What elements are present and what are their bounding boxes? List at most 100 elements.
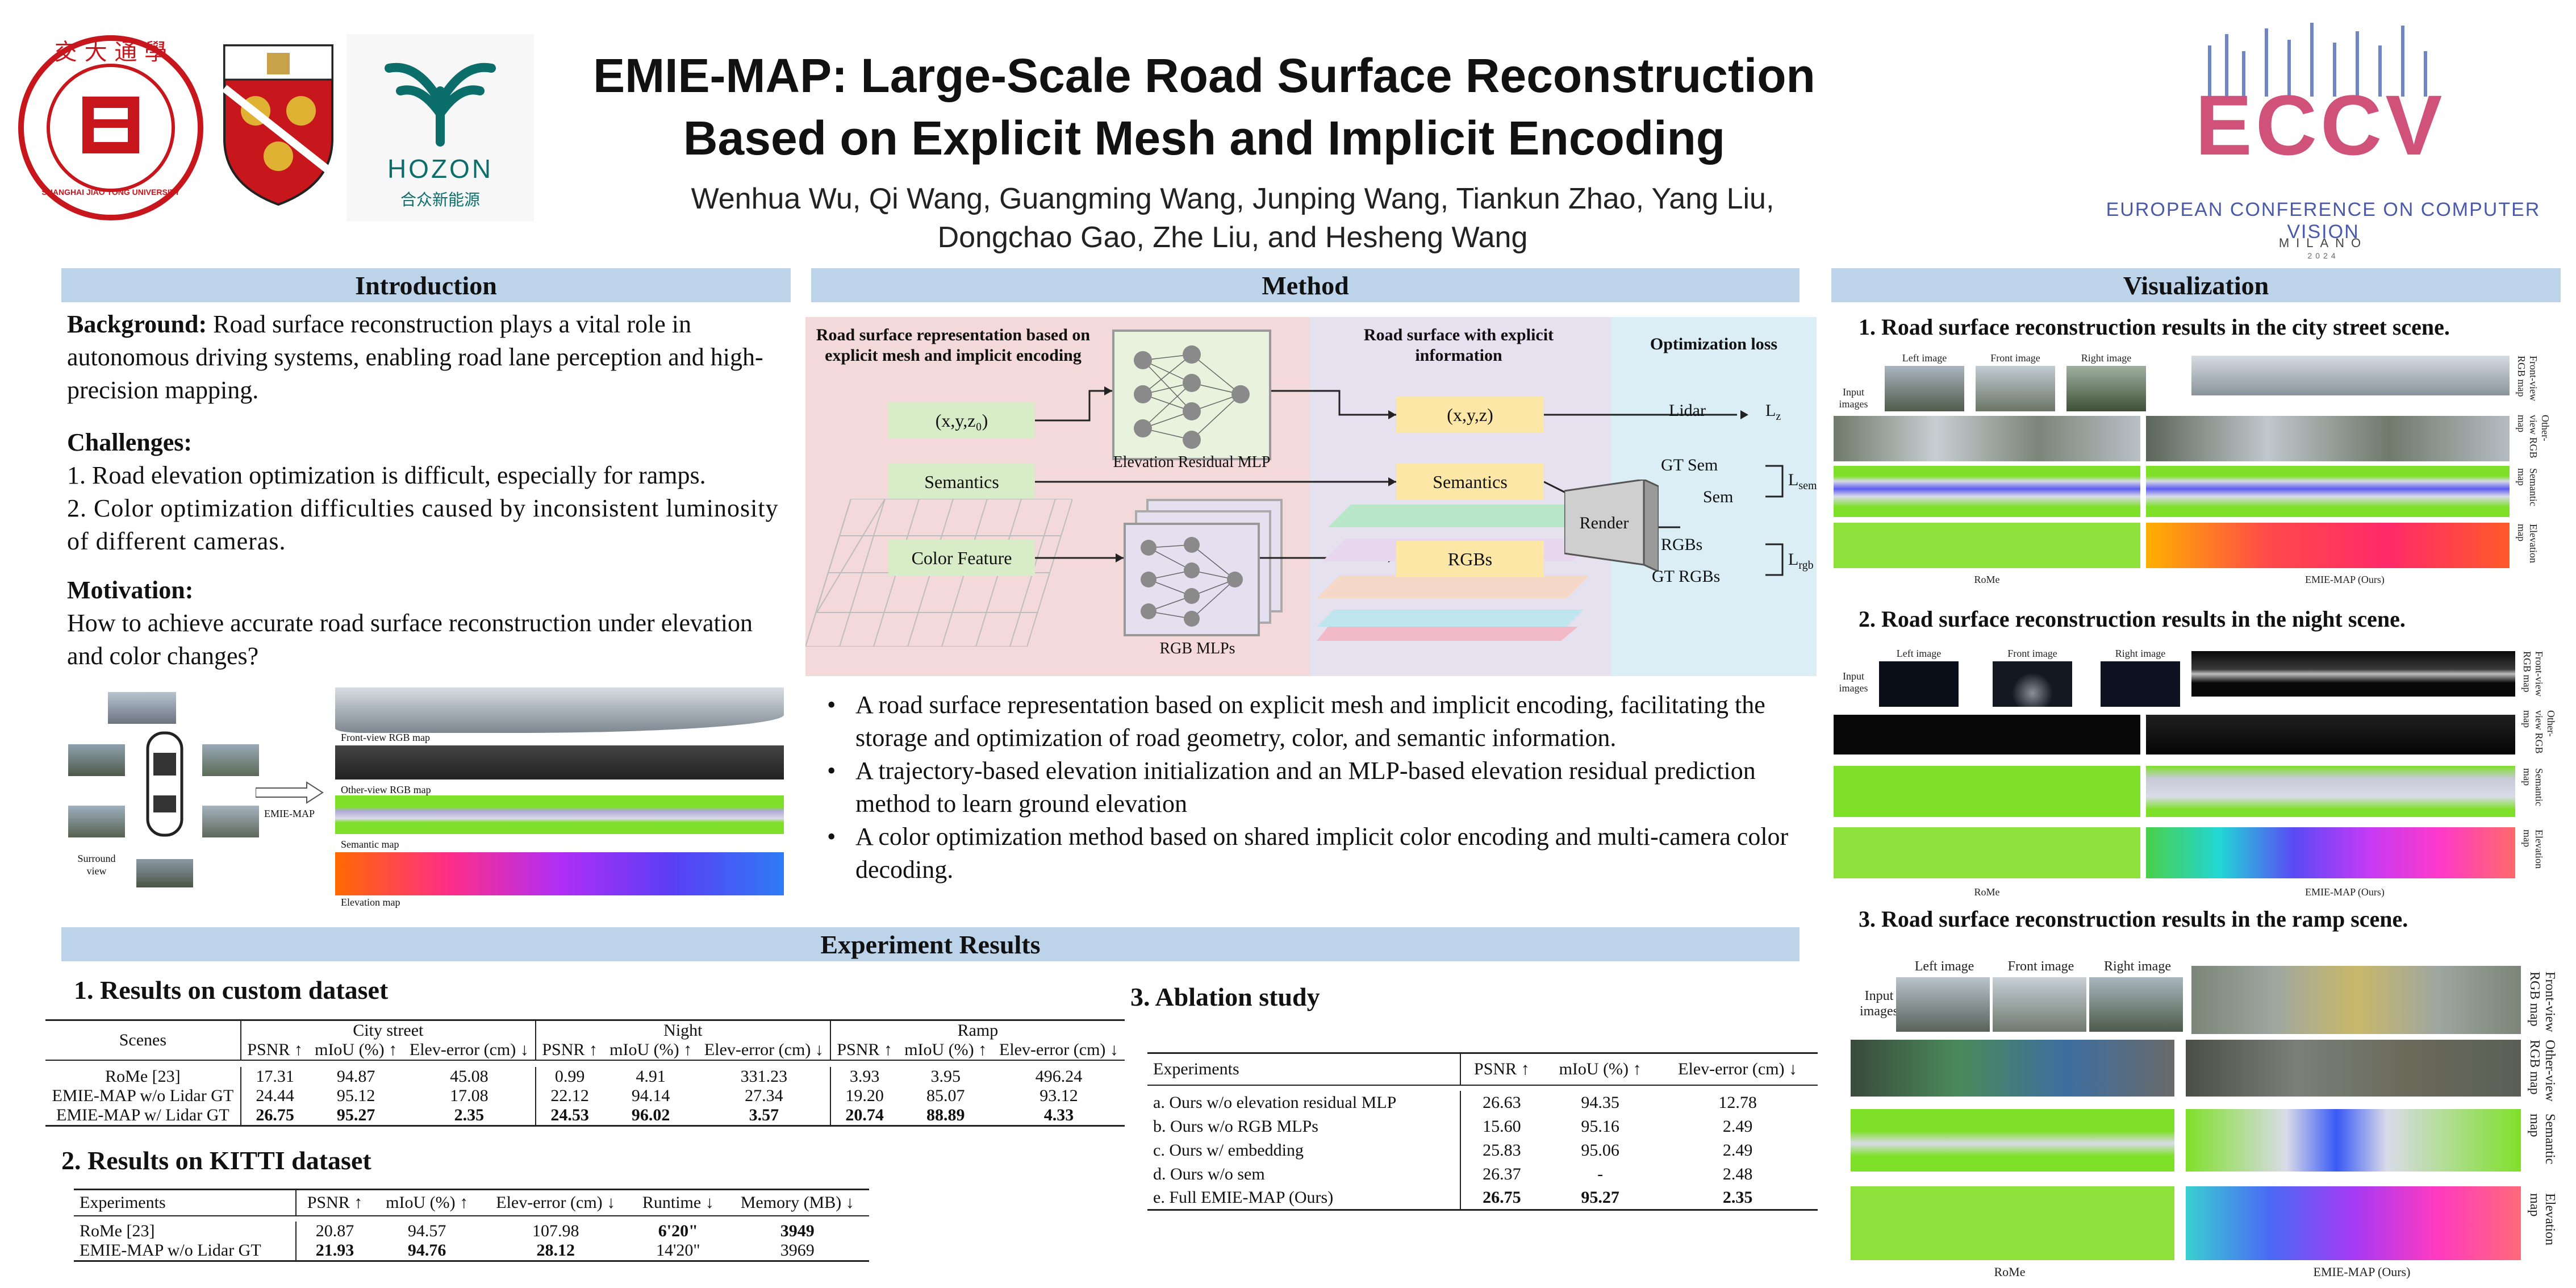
- vis1-title: 1. Road surface reconstruction results i…: [1859, 314, 2450, 340]
- gt-rgbs-label: GT RGBs: [1652, 567, 1721, 586]
- vis2-rome-other: [1834, 715, 2140, 755]
- t1-group-night: Night: [535, 1020, 831, 1040]
- t1-h-miou: mIoU (%) ↑: [609, 1040, 692, 1059]
- input-color-feature-box: Color Feature: [888, 540, 1035, 576]
- introduction-banner: Introduction: [61, 268, 791, 302]
- t1-h-miou: mIoU (%) ↑: [904, 1040, 987, 1059]
- t3-cell: 25.83: [1483, 1140, 1521, 1160]
- t1-cell: 496.24: [1035, 1067, 1083, 1086]
- elevation-mlp-label: Elevation Residual MLP: [1113, 453, 1271, 471]
- vis1-rome-elev: [1834, 523, 2140, 568]
- t1-cell: 22.12: [550, 1086, 589, 1105]
- t1-cell: 45.08: [403, 1067, 536, 1086]
- intro-background: Background: Road surface reconstruction …: [67, 308, 783, 407]
- t1-h-elev: Elev-error (cm) ↓: [698, 1040, 831, 1060]
- input-xyz0-box: (x,y,z₀): [888, 402, 1035, 439]
- camera-thumb-front: [108, 692, 176, 724]
- vis1-left-image: [1885, 366, 1964, 411]
- table-row: EMIE-MAP w/o Lidar GT 24.44 95.12 17.08 …: [45, 1086, 1125, 1106]
- vis2-ours-elev: [2146, 827, 2515, 878]
- t3-cell: 95.06: [1581, 1140, 1619, 1160]
- vis3-input-label: Input images: [1860, 989, 1898, 1019]
- t1-cell: 4.33: [1043, 1106, 1074, 1124]
- challenge-2: 2. Color optimization difficulties cause…: [67, 494, 779, 555]
- authors-line1: Wenhua Wu, Qi Wang, Guangming Wang, Junp…: [691, 182, 1775, 215]
- panel-optimization-loss-title: Optimization loss: [1650, 335, 1778, 353]
- challenge-1: 1. Road elevation optimization is diffic…: [67, 461, 706, 489]
- vis3-rome-label: RoMe: [1994, 1265, 2026, 1279]
- t2-cell: 14'20": [656, 1240, 700, 1260]
- lidar-label: Lidar: [1669, 401, 1706, 420]
- t1-row-name: RoMe [23]: [45, 1067, 241, 1086]
- t3-h-miou: mIoU (%) ↑: [1559, 1059, 1642, 1078]
- t3-row-name: e. Full EMIE-MAP (Ours): [1147, 1186, 1461, 1210]
- vis2-right-label: Right image: [2115, 648, 2166, 659]
- front-view-map-label: Front-view RGB map: [341, 732, 430, 743]
- contribution-3: A color optimization method based on sha…: [823, 820, 1805, 886]
- rgbs-label: RGBs: [1661, 535, 1703, 554]
- vis3-left-image: [1896, 977, 1990, 1032]
- camera-thumb-left: [68, 744, 125, 776]
- vis3-side-elev: Elevation map: [2527, 1193, 2557, 1245]
- t1-cell: 95.12: [336, 1086, 375, 1105]
- background-text: Road surface reconstruction plays a vita…: [67, 310, 763, 404]
- eccv-year: 2024: [2307, 251, 2339, 260]
- background-label: Background:: [67, 310, 207, 338]
- eccv-logo: ECCV EUROPEAN CONFERENCE ON COMPUTER VIS…: [2090, 11, 2556, 261]
- other-view-map: [335, 745, 784, 780]
- t1-cell: 0.99: [554, 1067, 585, 1086]
- t1-cell: 88.89: [926, 1106, 965, 1124]
- output-semantics-box: Semantics: [1396, 464, 1544, 500]
- vis2-rome-elev: [1834, 827, 2140, 878]
- vis1-side-elev: Elevation map: [2516, 524, 2539, 563]
- t2-row-name: RoMe [23]: [74, 1221, 297, 1241]
- other-view-map-label: Other-view RGB map: [341, 784, 431, 795]
- render-block: Render: [1563, 478, 1660, 573]
- t2-cell: 107.98: [532, 1221, 579, 1240]
- vis3-left-label: Left image: [1914, 959, 1974, 974]
- t3-cell: 94.35: [1581, 1093, 1619, 1112]
- table3-title: 3. Ablation study: [1130, 982, 1320, 1011]
- t1-h-psnr: PSNR ↑: [837, 1040, 892, 1059]
- t3-h-psnr: PSNR ↑: [1474, 1059, 1530, 1078]
- t3-cell: 2.49: [1722, 1140, 1753, 1160]
- vis1-panel: Input images Left image Front image Righ…: [1834, 347, 2551, 591]
- vis1-front-image: [1976, 366, 2055, 411]
- vis2-ours-front: [2191, 651, 2515, 697]
- t1-h-elev: Elev-error (cm) ↓: [403, 1040, 536, 1060]
- hozon-logo-subtext: 合众新能源: [400, 191, 480, 209]
- contribution-2: A trajectory-based elevation initializat…: [823, 755, 1805, 820]
- vis3-right-image: [2089, 977, 2183, 1032]
- sjtu-logo: 交 大 通 學 SHANGHAI JIAO TONG UNIVERSITY: [17, 34, 204, 222]
- elevation-mlp-block: [1112, 330, 1271, 460]
- t3-h-exp: Experiments: [1147, 1053, 1461, 1085]
- table2-kitti-dataset: Experiments PSNR ↑ mIoU (%) ↑ Elev-error…: [74, 1189, 869, 1262]
- t3-cell: 2.35: [1722, 1187, 1753, 1207]
- vis1-rome-sem: [1834, 466, 2140, 517]
- rgb-mlp-block: [1124, 523, 1260, 636]
- t3-cell: 95.27: [1581, 1187, 1619, 1207]
- eccv-city: MILANO: [2278, 236, 2368, 250]
- t1-h-elev: Elev-error (cm) ↓: [999, 1040, 1118, 1059]
- authors-line2: Dongchao Gao, Zhe Liu, and Hesheng Wang: [937, 221, 1528, 254]
- t2-cell: 3969: [780, 1240, 815, 1260]
- t1-row-name: EMIE-MAP w/ Lidar GT: [45, 1106, 241, 1126]
- t3-cell: 26.75: [1483, 1187, 1521, 1207]
- elevation-map-label: Elevation map: [341, 897, 400, 908]
- paper-title-line2: Based on Explicit Mesh and Implicit Enco…: [683, 111, 1726, 165]
- vis3-ours-sem: [2186, 1109, 2521, 1172]
- vis1-ours-other: [2146, 416, 2510, 461]
- vis3-side-sem: Semantic map: [2527, 1114, 2557, 1165]
- table-row: RoMe [23] 20.87 94.57 107.98 6'20" 3949: [74, 1221, 869, 1241]
- t2-h-runtime: Runtime ↓: [642, 1193, 714, 1212]
- vis2-side-front: Front-view RGB map: [2521, 651, 2545, 697]
- vis2-input-label: Input images: [1839, 670, 1868, 694]
- vis2-ours-other: [2146, 715, 2515, 755]
- vis2-right-image: [2101, 661, 2180, 707]
- vis1-side-other: Other-view RGB map: [2516, 415, 2551, 458]
- intro-figure: Surround view EMIE-MAP Front-view RGB ma…: [62, 682, 790, 909]
- vis2-left-image: [1879, 661, 1959, 707]
- vis3-rome-sem: [1851, 1109, 2174, 1172]
- t2-h-elev: Elev-error (cm) ↓: [496, 1193, 616, 1212]
- vis1-input-label: Input images: [1839, 386, 1868, 410]
